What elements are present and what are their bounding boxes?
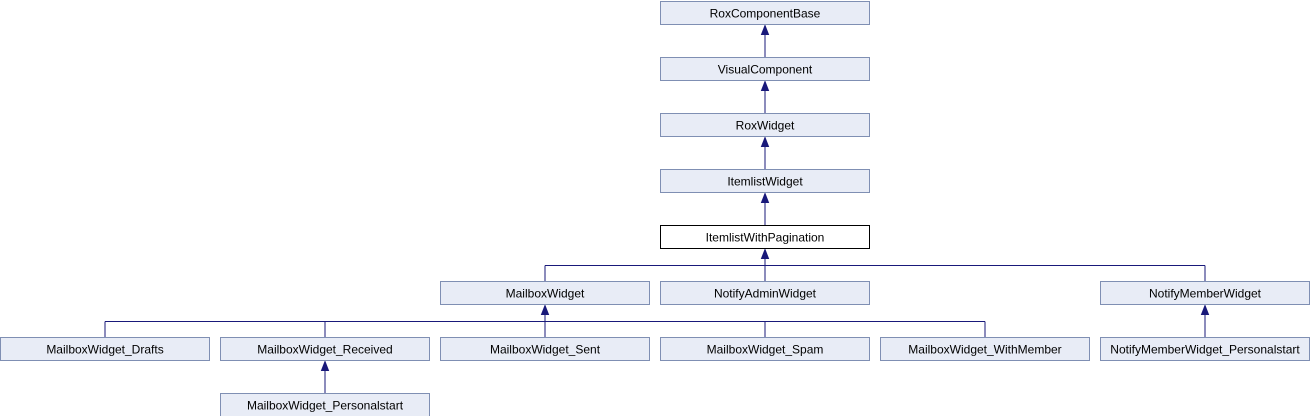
arrowhead [1200, 304, 1210, 315]
class-node-mailbox-widget-personalstart[interactable]: MailboxWidget_Personalstart [220, 393, 430, 416]
class-node-box [220, 393, 430, 416]
class-node-box [440, 281, 650, 305]
class-node-notify-member-widget-personalstart[interactable]: NotifyMemberWidget_Personalstart [1100, 337, 1310, 361]
class-node-box [660, 169, 870, 193]
class-node-label: RoxComponentBase [710, 7, 821, 21]
edge-group-visual_component [760, 80, 770, 114]
arrowhead [540, 304, 550, 315]
class-node-label: MailboxWidget_WithMember [908, 343, 1061, 357]
class-node-itemlist-with-pagination: ItemlistWithPagination [660, 225, 870, 249]
class-node-notify-admin-widget[interactable]: NotifyAdminWidget [660, 281, 870, 305]
class-node-label: ItemlistWidget [727, 175, 803, 189]
edge-group-rox_component_base [760, 24, 770, 58]
class-node-label: MailboxWidget_Sent [490, 343, 601, 357]
edge-group-mailbox_widget [104, 304, 986, 338]
class-node-label: MailboxWidget_Received [257, 343, 392, 357]
class-node-label: MailboxWidget [506, 287, 585, 301]
class-node-notify-member-widget[interactable]: NotifyMemberWidget [1100, 281, 1310, 305]
arrowhead [320, 360, 330, 371]
class-node-rox-component-base[interactable]: RoxComponentBase [660, 1, 870, 25]
class-node-label: MailboxWidget_Drafts [46, 343, 163, 357]
class-node-rox-widget[interactable]: RoxWidget [660, 113, 870, 137]
class-node-label: RoxWidget [736, 119, 795, 133]
class-node-box [440, 337, 650, 361]
arrowhead [760, 24, 770, 35]
arrowhead [760, 248, 770, 259]
edges-layer [104, 24, 1210, 394]
class-node-box [660, 113, 870, 137]
class-node-label: NotifyMemberWidget [1149, 287, 1262, 301]
class-node-box [220, 337, 430, 361]
class-node-box [660, 57, 870, 81]
class-node-label: NotifyAdminWidget [714, 287, 817, 301]
arrowhead [760, 80, 770, 91]
class-node-box [660, 225, 870, 249]
edge-group-rox_widget [760, 136, 770, 170]
class-node-box [660, 1, 870, 25]
class-node-mailbox-widget[interactable]: MailboxWidget [440, 281, 650, 305]
class-node-visual-component[interactable]: VisualComponent [660, 57, 870, 81]
arrowhead [760, 136, 770, 147]
class-node-label: VisualComponent [718, 63, 813, 77]
edge-group-notify_member_widget [1200, 304, 1210, 338]
class-node-label: ItemlistWithPagination [706, 231, 825, 245]
class-node-box [660, 337, 870, 361]
class-node-mailbox-widget-received[interactable]: MailboxWidget_Received [220, 337, 430, 361]
edge-group-itemlist_with_pagination [544, 248, 1206, 282]
class-node-label: MailboxWidget_Personalstart [247, 399, 404, 413]
edge-group-mailbox_widget_received [320, 360, 330, 394]
class-node-mailbox-widget-drafts[interactable]: MailboxWidget_Drafts [0, 337, 210, 361]
class-node-itemlist-widget[interactable]: ItemlistWidget [660, 169, 870, 193]
class-node-box [660, 281, 870, 305]
class-node-mailbox-widget-with-member[interactable]: MailboxWidget_WithMember [880, 337, 1090, 361]
class-node-label: NotifyMemberWidget_Personalstart [1110, 343, 1300, 357]
class-node-label: MailboxWidget_Spam [707, 343, 824, 357]
arrowhead [760, 192, 770, 203]
class-node-box [0, 337, 210, 361]
edge-group-itemlist_widget [760, 192, 770, 226]
class-node-mailbox-widget-spam[interactable]: MailboxWidget_Spam [660, 337, 870, 361]
class-node-mailbox-widget-sent[interactable]: MailboxWidget_Sent [440, 337, 650, 361]
class-node-box [880, 337, 1090, 361]
